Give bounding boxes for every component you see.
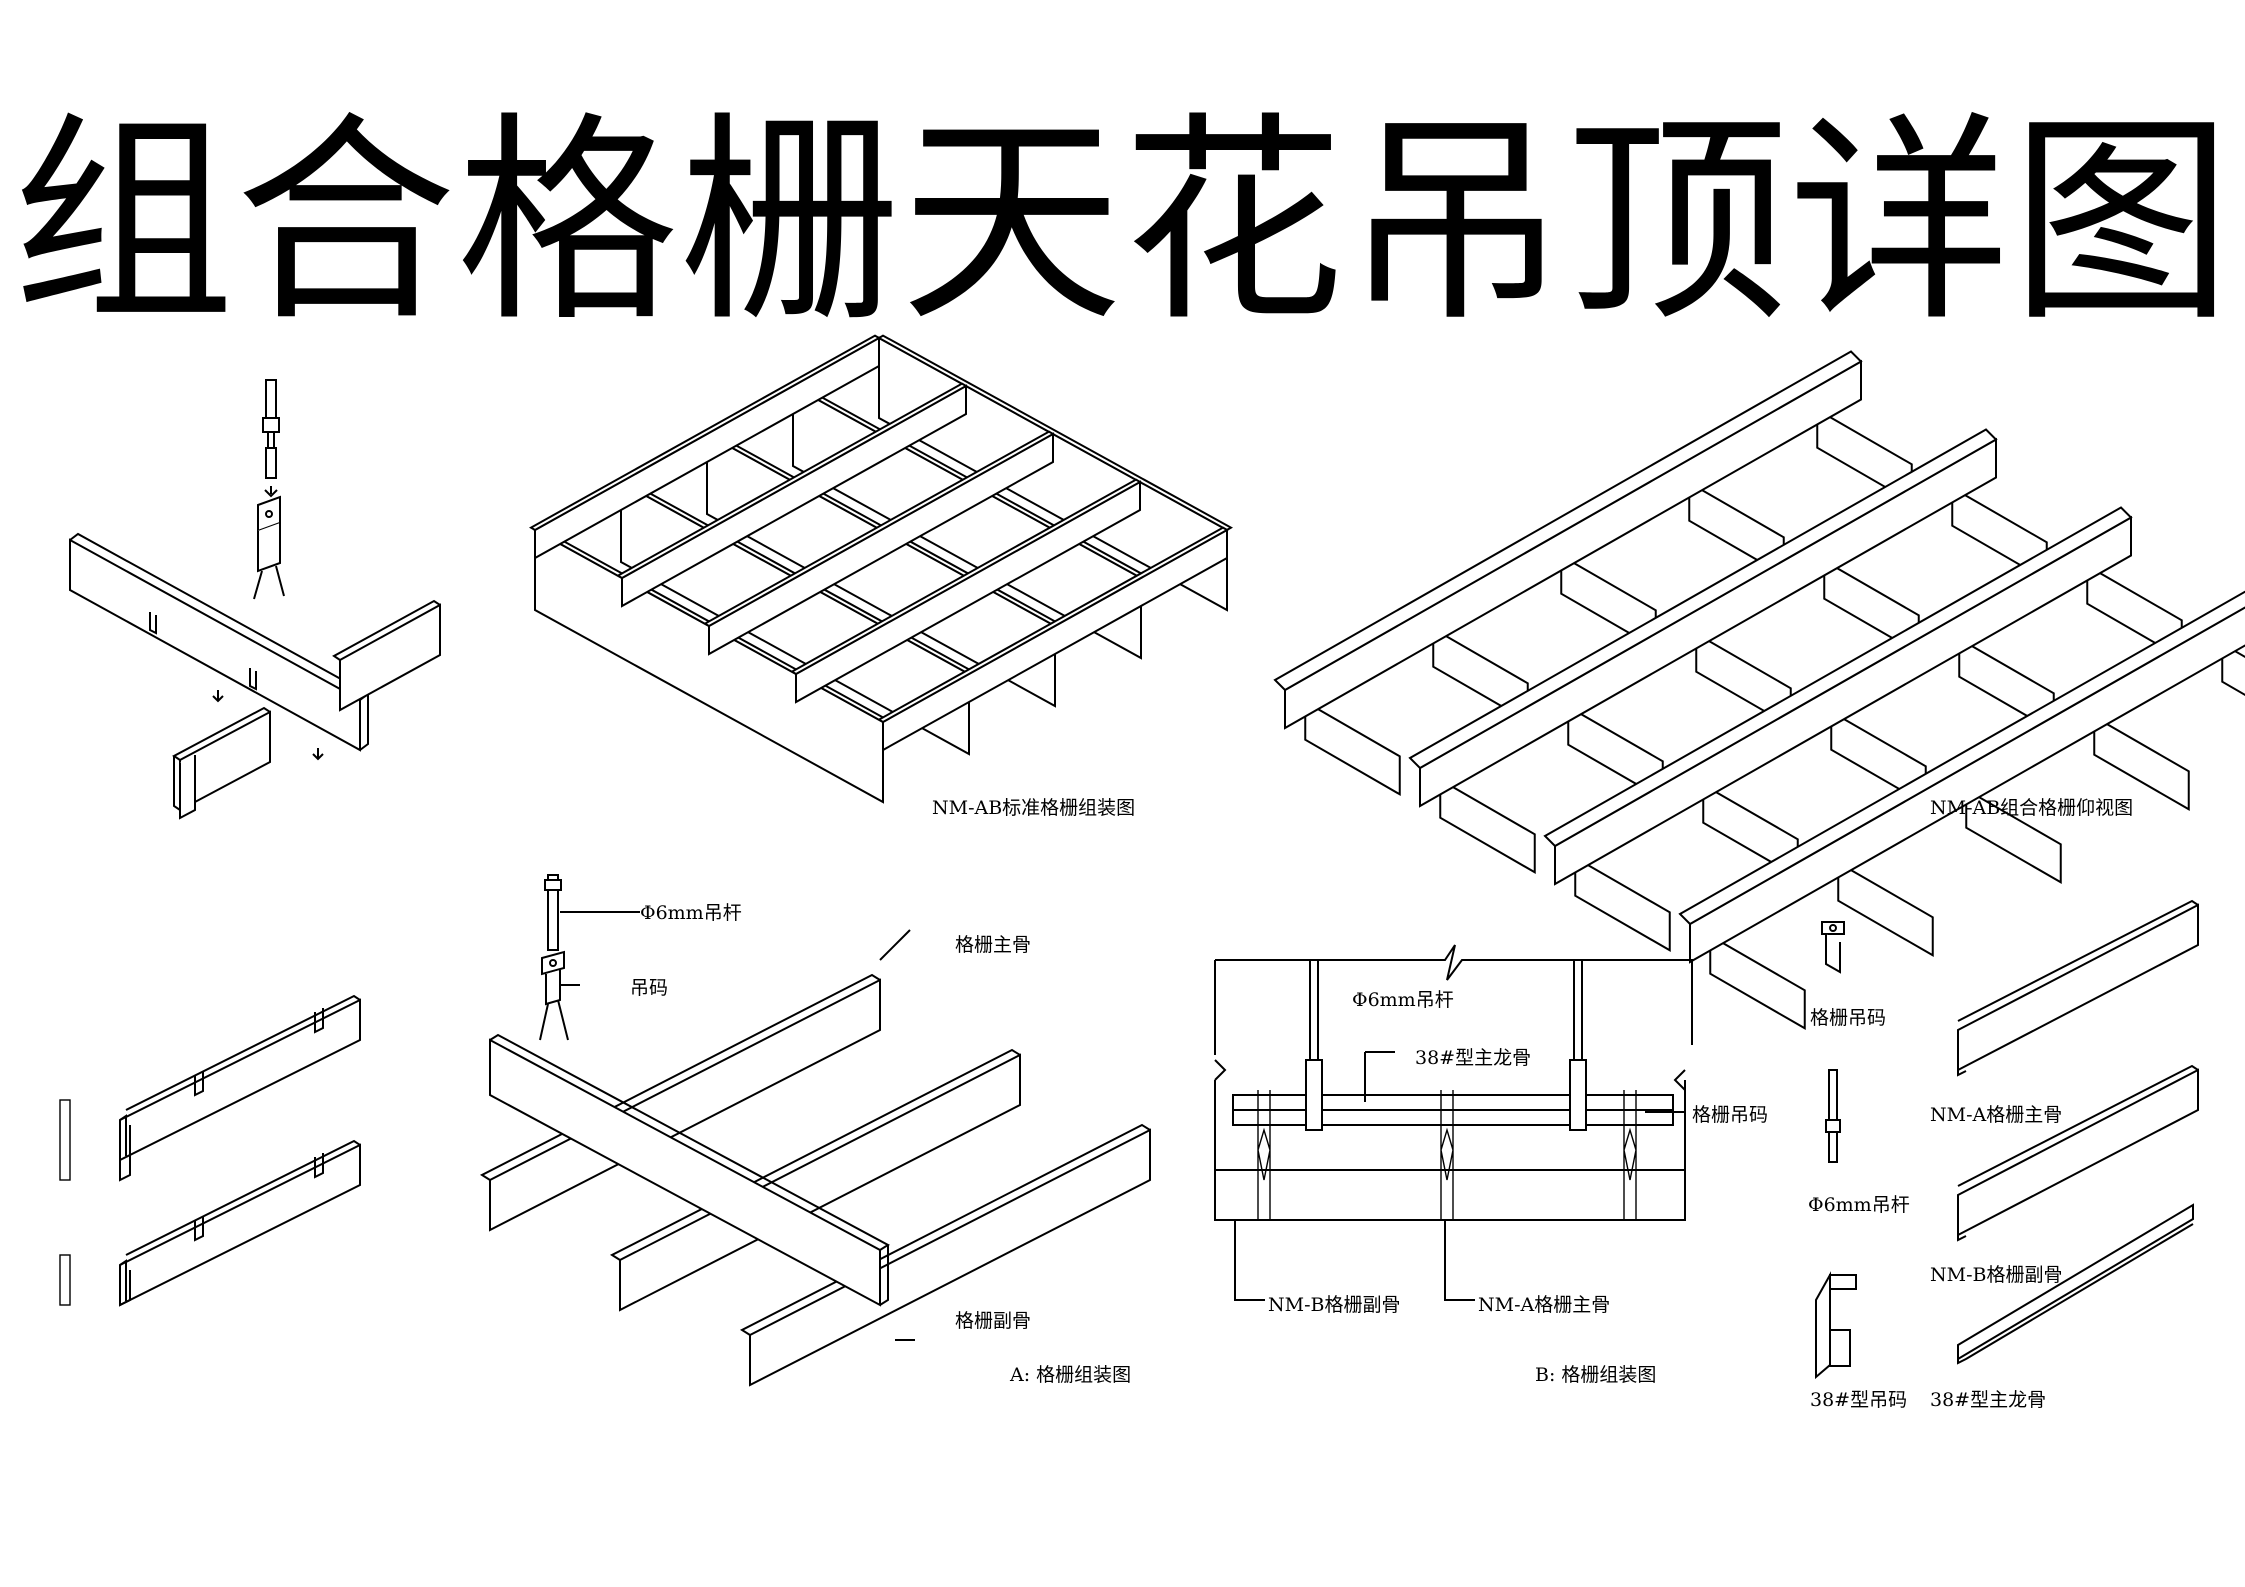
caption-assembly-a: A: 格栅组装图: [1010, 1364, 1132, 1386]
label-sub-rib-a: 格栅副骨: [955, 1310, 1032, 1332]
label-part-main-rib: NM-A格栅主骨: [1930, 1104, 2063, 1126]
grid-rib-top: [877, 526, 1229, 724]
grid-main-rib-top: [1543, 506, 2133, 848]
standard-grid-figure: [529, 334, 1234, 804]
grid-rib-top: [876, 334, 1234, 532]
combined-grid-figure: [1273, 350, 2245, 1031]
rib-profile-upper: [119, 994, 361, 1182]
label-part-38-hanger: 38#型吊码: [1810, 1389, 1908, 1411]
part-main-rib: [1957, 899, 2199, 1077]
rib-section-icon: [59, 1099, 71, 1181]
label-part-rod: Φ6mm吊杆: [1808, 1194, 1910, 1216]
part-sub-rib: [1957, 1064, 2199, 1242]
grid-main-rib-top: [1408, 428, 1998, 770]
label-rod-a: Φ6mm吊杆: [640, 902, 742, 924]
grid-cross-piece: [2093, 714, 2190, 812]
label-rod-b: Φ6mm吊杆: [1352, 989, 1454, 1011]
grid-cross-piece: [1304, 699, 1401, 797]
rod-pair: [1309, 960, 1583, 1060]
arrow-down-icon: [264, 486, 278, 498]
label-main-rib-b: NM-A格栅主骨: [1478, 1294, 1611, 1316]
parts-figure: [1815, 899, 2199, 1380]
assembly-b-figure: [1214, 944, 1693, 1301]
label-keel-b: 38#型主龙骨: [1415, 1047, 1532, 1069]
grid-rib-top: [790, 478, 1142, 676]
arrow-down-icon: [212, 690, 224, 703]
label-combined-bottom-view: NM-AB组合格栅仰视图: [1930, 797, 2134, 819]
rod-icon: [1825, 1069, 1841, 1163]
grid-cross-piece: [1837, 860, 1934, 958]
hanger-clip-icon: [253, 495, 285, 600]
grid-cross-piece: [1709, 933, 1806, 1031]
grid-hangers: [1257, 1090, 1637, 1220]
grid-main-rib-top: [1273, 350, 1863, 692]
label-part-38-keel: 38#型主龙骨: [1930, 1389, 2047, 1411]
label-standard-assembly: NM-AB标准格栅组装图: [932, 797, 1136, 819]
grid-rib-top: [703, 430, 1055, 628]
hanger-clip-icon: [539, 950, 569, 1041]
hanger-clip-icon: [1569, 1059, 1587, 1131]
rib-profile-lower: [119, 1139, 361, 1307]
caption-assembly-b: B: 格栅组装图: [1535, 1364, 1657, 1386]
assembly-a-figure: [479, 874, 1151, 1387]
hanger-clip-icon: [1305, 1059, 1323, 1131]
grid-cross-piece: [1574, 855, 1671, 953]
grid-cross-piece: [1439, 777, 1536, 875]
label-part-sub-rib: NM-B格栅副骨: [1930, 1264, 2063, 1286]
label-part-hanger: 格栅吊码: [1810, 1007, 1887, 1029]
slab-outline: [1214, 944, 1693, 1091]
cross-rib-lower: [172, 706, 271, 820]
exploded-assembly-figure: [69, 379, 441, 820]
hanger-clip-icon: [1821, 921, 1845, 974]
grid-rib-top: [616, 382, 968, 580]
grid-cross-piece: [1965, 787, 2062, 885]
main-rib-bar: [69, 532, 370, 752]
grid-rib-top: [529, 334, 881, 532]
label-main-rib-a: 格栅主骨: [955, 934, 1032, 956]
rod-icon: [262, 379, 280, 479]
part-38-keel: [1957, 1203, 2194, 1365]
cross-rib-right: [332, 599, 441, 712]
arrow-down-icon: [312, 748, 324, 761]
rib-section-icon: [59, 1254, 71, 1306]
label-hanger-a: 吊码: [630, 977, 669, 999]
rib-profiles-figure: [59, 994, 361, 1307]
sheet-title: 组合格栅天花吊顶详图: [12, 94, 2233, 352]
label-sub-rib-b: NM-B格栅副骨: [1268, 1294, 1401, 1316]
38-hanger-icon: [1815, 1271, 1857, 1380]
rod-icon: [544, 874, 562, 951]
grid-cross-piece: [2221, 641, 2245, 696]
label-hanger-b: 格栅吊码: [1692, 1104, 1769, 1126]
grid-main-rib-top: [1678, 590, 2245, 926]
